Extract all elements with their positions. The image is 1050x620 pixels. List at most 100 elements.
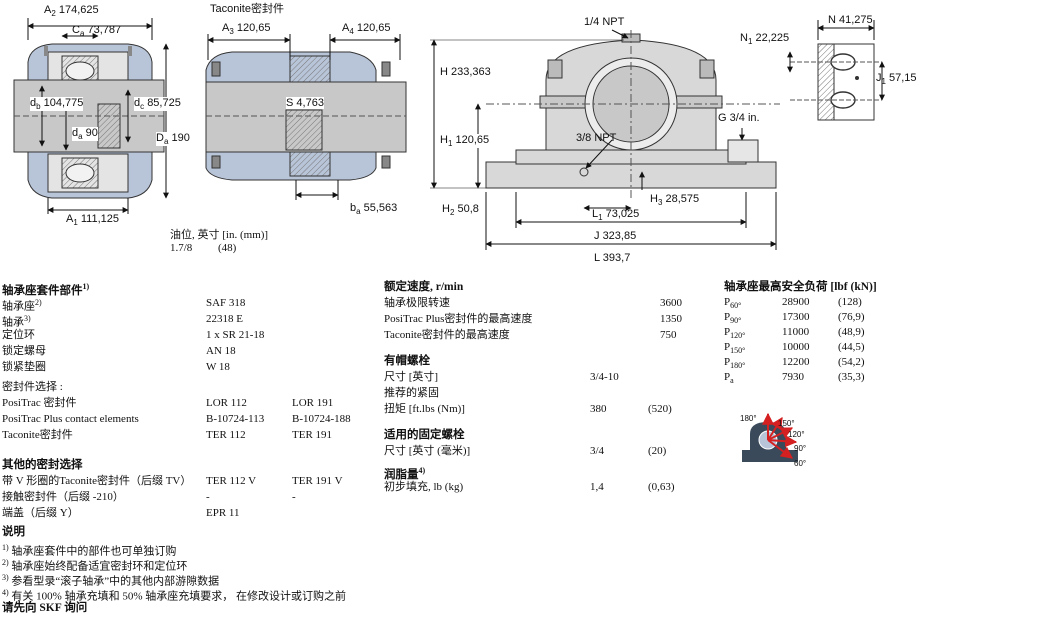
load-value-kn: (76,9) [838, 311, 865, 323]
load-label: Pa [724, 371, 734, 386]
dim-a3: A3 120,65 [222, 22, 271, 37]
seal-label: Taconite密封件 [2, 429, 73, 441]
load-direction-diagram [742, 412, 798, 462]
kit-value: W 18 [206, 361, 230, 373]
technical-drawings [13, 18, 885, 250]
load-value-lbf: 12200 [782, 356, 810, 368]
cap-bolt-label: 推荐的紧固 [384, 387, 439, 399]
note-ref: 1) [2, 543, 9, 552]
cap-bolt-label: 扭矩 [ft.lbs (Nm)] [384, 403, 465, 415]
other-seal-value: TER 112 V [206, 475, 257, 487]
note-item: 1) 轴承座套件中的部件也可单独订购 [2, 543, 177, 558]
dim-ca: Ca 73,787 [72, 24, 122, 39]
cap-bolts-title: 有帽螺栓 [384, 355, 430, 367]
cap-bolt-row: 推荐的紧固 [384, 385, 704, 401]
other-seal-value: - [206, 491, 210, 503]
side-view-drawing [787, 20, 885, 121]
notes-contact: 请先向 SKF 询问 [2, 602, 88, 614]
note-item: 2) 轴承座始终配备适宜密封环和定位环 [2, 558, 188, 573]
label-npt-quarter: 1/4 NPT [584, 16, 625, 28]
load-value-kn: (35,3) [838, 371, 865, 383]
other-seal-row: 接触密封件（后缀 -210） - - [2, 489, 362, 505]
kit-label: 锁紧垫圈 [2, 361, 46, 373]
fix-bolt-label: 尺寸 [英寸 (毫米)] [384, 445, 471, 457]
grease-value: 1,4 [590, 481, 604, 493]
kit-label: 定位环 [2, 329, 35, 341]
seal-label: PosiTrac Plus contact elements [2, 413, 139, 425]
fix-bolt-value: 3/4 [590, 445, 605, 457]
loads-section: 轴承座最高安全负荷 [lbf (kN)] P60°28900(128)P90°1… [724, 279, 944, 385]
load-row: P120°11000(48,9) [724, 325, 944, 340]
footnote-ref: 2) [35, 298, 42, 307]
fix-bolt-row: 尺寸 [英寸 (毫米)] 3/4 (20) [384, 443, 704, 459]
kit-value: AN 18 [206, 345, 236, 357]
footnote-ref: 3) [24, 314, 31, 323]
dim-h1: H1 120,65 [440, 134, 490, 149]
grease-label: 初步填充, lb (kg) [384, 481, 464, 493]
dim-h3: H3 28,575 [650, 193, 700, 208]
load-label: P180° [724, 356, 746, 371]
seal-value-2: TER 191 [292, 429, 333, 441]
dim-l1: L1 73,025 [592, 208, 640, 223]
speed-row: 轴承极限转速 3600 [384, 295, 704, 311]
load-row: P180°12200(54,2) [724, 355, 944, 370]
cap-bolt-row: 尺寸 [英寸] 3/4-10 [384, 369, 704, 385]
seal-value: LOR 112 [206, 397, 247, 409]
load-angle: 90° [730, 316, 742, 326]
dim-da: da 90 [72, 127, 98, 142]
load-value-lbf: 7930 [782, 371, 804, 383]
front-view-drawing [430, 29, 780, 250]
other-seal-label: 端盖（后缀 Y） [2, 507, 79, 519]
dim-db: db 104,775 [30, 97, 84, 112]
speed-title: 额定速度, r/min [384, 281, 464, 293]
load-value-lbf: 17300 [782, 311, 810, 323]
fix-bolt-value-2: (20) [648, 445, 667, 457]
speed-label: 轴承极限转速 [384, 297, 450, 309]
dim-h: H 233,363 [440, 66, 491, 78]
speed-label: PosiTrac Plus密封件的最高速度 [384, 313, 533, 325]
cap-bolt-label: 尺寸 [英寸] [384, 371, 439, 383]
dim-ba: ba 55,563 [350, 202, 398, 217]
kit-label: 轴承座2) [2, 298, 42, 313]
speed-value: 3600 [660, 297, 682, 309]
other-seal-label: 带 V 形圈的Taconite密封件（后缀 TV） [2, 475, 192, 487]
load-value-lbf: 11000 [782, 326, 810, 338]
dim-a4: A4 120,65 [342, 22, 391, 37]
load-row: P150°10000(44,5) [724, 340, 944, 355]
load-value-kn: (44,5) [838, 341, 865, 353]
angle-60: 60° [794, 459, 807, 468]
load-angle: a [730, 376, 734, 386]
seal-row: Taconite密封件 TER 112 TER 191 [2, 427, 362, 443]
grease-value-2: (0,63) [648, 481, 675, 493]
dim-da-upper: Da 190 [156, 132, 190, 147]
dim-l: L 393,7 [594, 252, 631, 264]
angle-150: 150° [778, 419, 795, 428]
cap-bolt-value-2: (520) [648, 403, 672, 415]
other-seal-row: 带 V 形圈的Taconite密封件（后缀 TV） TER 112 V TER 19… [2, 473, 362, 489]
load-value-kn: (128) [838, 296, 862, 308]
kit-value: SAF 318 [206, 297, 246, 309]
load-row: Pa 7930 (35,3) [724, 370, 944, 385]
other-seal-title: 其他的密封选择 [2, 459, 83, 471]
fix-bolts-title: 适用的固定螺栓 [384, 429, 465, 441]
dim-s: S 4,763 [286, 97, 324, 109]
dim-dc: dc 85,725 [134, 97, 181, 112]
kit-title: 轴承座套件部件1) [2, 282, 90, 297]
kit-value: 22318 E [206, 313, 243, 325]
seal-value: TER 112 [206, 429, 246, 441]
other-seal-value-2: - [292, 491, 296, 503]
cap-bolt-value: 380 [590, 403, 607, 415]
other-seal-value-2: TER 191 V [292, 475, 343, 487]
dim-n: N 41,275 [828, 14, 873, 26]
load-angle: 60° [730, 301, 742, 311]
kit-label: 轴承3) [2, 314, 31, 329]
other-seal-label: 接触密封件（后缀 -210） [2, 491, 124, 503]
load-angle: 180° [730, 361, 746, 371]
angle-180: 180° [740, 414, 757, 423]
seal-title: 密封件选择 : [2, 381, 63, 393]
cap-bolt-value: 3/4-10 [590, 371, 619, 383]
